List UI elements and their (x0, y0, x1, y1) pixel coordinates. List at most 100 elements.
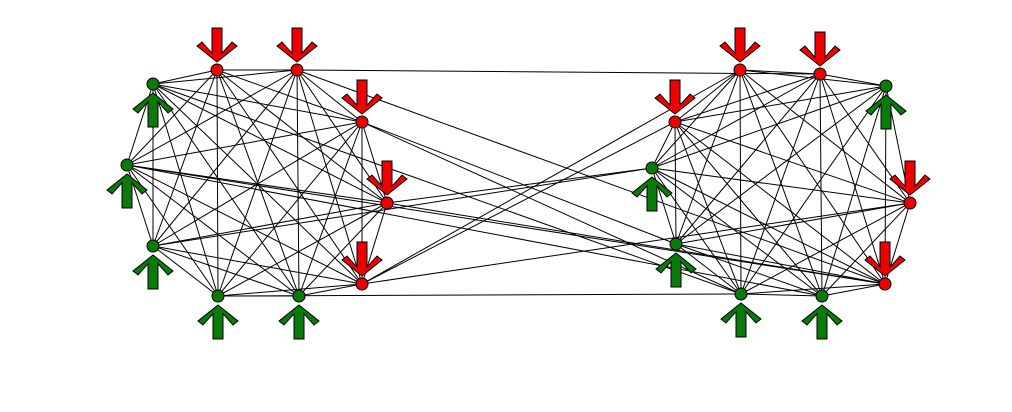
node-dot (146, 77, 160, 91)
down-arrow-shape (196, 27, 238, 63)
up-arrow-shape (655, 252, 697, 288)
node-dot (903, 196, 917, 210)
edge-left-L4-L8 (152, 202, 388, 247)
edge-right-R4-R7 (674, 121, 677, 245)
edge-left-L1-L4 (216, 69, 388, 204)
node-dot (290, 63, 304, 77)
up-arrow-person-icon (132, 239, 174, 290)
up-arrow-shape (132, 254, 174, 290)
edge-left-L1-L9 (216, 69, 219, 297)
cross-edge-L5-R4 (361, 121, 676, 285)
nodes-layer (106, 27, 931, 340)
node-dot (146, 239, 160, 253)
down-arrow-person-icon (341, 241, 383, 291)
up-arrow-shape (865, 94, 907, 130)
cross-edge-L4-R6 (386, 167, 653, 204)
down-arrow-shape (654, 79, 696, 115)
edge-right-R7-R8 (675, 243, 742, 295)
edge-right-R5-R9 (821, 202, 911, 297)
cross-edge-L7-R9 (126, 164, 823, 297)
edge-left-L4-L10 (298, 202, 388, 297)
edge-right-R7-R9 (675, 243, 823, 297)
cross-edge-L6-R8 (152, 83, 742, 295)
up-arrow-shape (278, 304, 320, 340)
up-arrow-shape (720, 302, 762, 338)
down-arrow-shape (276, 27, 318, 63)
edge-right-R2-R10 (819, 73, 886, 285)
down-arrow-person-icon (889, 160, 931, 210)
edge-left-L1-L5 (216, 69, 363, 285)
edge-left-L2-L7 (126, 69, 298, 166)
node-dot (668, 115, 682, 129)
node-dot (292, 289, 306, 303)
node-dot (210, 63, 224, 77)
edge-right-R2-R6 (651, 73, 821, 169)
edge-left-L2-L6 (152, 69, 298, 85)
edge-right-R4-R10 (674, 121, 886, 285)
edge-right-R2-R7 (675, 73, 821, 245)
node-dot (733, 63, 747, 77)
edge-right-R9-R10 (821, 283, 886, 297)
up-arrow-person-icon (801, 289, 843, 340)
up-arrow-person-icon (720, 287, 762, 338)
edge-left-L2-L3 (296, 69, 363, 123)
down-arrow-shape (864, 241, 906, 277)
node-dot (120, 158, 134, 172)
edge-right-R3-R4 (674, 85, 887, 123)
node-dot (878, 277, 892, 291)
edges-layer (126, 69, 911, 297)
edge-left-L1-L6 (152, 69, 218, 85)
edge-left-L3-L10 (298, 121, 363, 297)
cross-edge-L2-R2 (296, 69, 821, 75)
edge-right-R1-R5 (739, 69, 911, 204)
edge-right-R6-R10 (651, 167, 886, 285)
down-arrow-person-icon (864, 241, 906, 291)
node-dot (645, 161, 659, 175)
edge-left-L8-L10 (152, 245, 300, 297)
down-arrow-person-icon (276, 27, 318, 77)
edge-left-L6-L9 (152, 83, 219, 297)
node-dot (734, 287, 748, 301)
edge-right-R4-R8 (674, 121, 742, 295)
edge-left-L2-L8 (152, 69, 298, 247)
node-dot (815, 289, 829, 303)
edge-right-R2-R8 (740, 73, 821, 295)
up-arrow-shape (197, 304, 239, 340)
down-arrow-shape (366, 160, 408, 196)
edge-right-R1-R7 (675, 69, 741, 245)
edge-right-R5-R7 (675, 202, 911, 245)
edge-right-R2-R3 (819, 73, 887, 87)
edge-right-R4-R6 (651, 121, 676, 169)
edge-right-R5-R6 (651, 167, 911, 204)
node-dot (211, 289, 225, 303)
down-arrow-shape (719, 27, 761, 63)
edge-right-R1-R6 (651, 69, 741, 169)
edge-left-L2-L10 (296, 69, 300, 297)
edge-right-R4-R5 (674, 121, 911, 204)
edge-left-L1-L8 (152, 69, 218, 247)
cross-edge-L7-R10 (126, 164, 886, 285)
node-dot (813, 67, 827, 81)
edge-left-L5-L9 (217, 283, 363, 297)
edge-left-L5-L7 (126, 164, 363, 285)
node-dot (355, 277, 369, 291)
edge-right-R1-R4 (674, 69, 741, 123)
up-arrow-person-icon (655, 237, 697, 288)
down-arrow-shape (341, 241, 383, 277)
down-arrow-person-icon (366, 160, 408, 210)
down-arrow-person-icon (654, 79, 696, 129)
edge-left-L3-L6 (152, 83, 363, 123)
edge-right-R6-R9 (651, 167, 823, 297)
edge-left-L1-L7 (126, 69, 218, 166)
edge-left-L5-L10 (298, 283, 363, 297)
node-dot (355, 115, 369, 129)
edge-right-R3-R6 (651, 85, 887, 169)
edge-right-R8-R10 (740, 283, 886, 295)
up-arrow-shape (801, 304, 843, 340)
up-arrow-person-icon (278, 289, 320, 340)
edge-right-R3-R7 (675, 85, 887, 245)
down-arrow-person-icon (719, 27, 761, 77)
edge-left-L6-L10 (152, 83, 300, 297)
